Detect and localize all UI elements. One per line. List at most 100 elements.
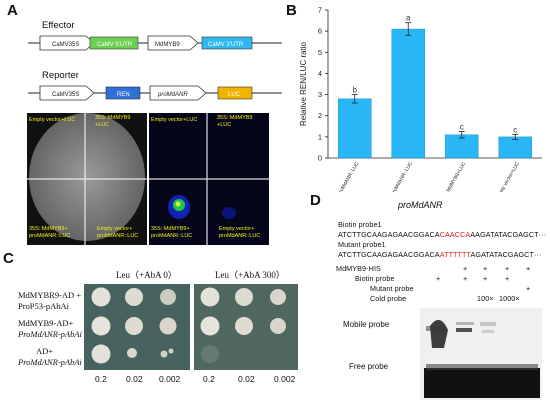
leaf-label-bl1: 35S::MdMYB9+ — [29, 226, 68, 232]
yeast-spots-right — [200, 287, 286, 363]
sign-his-4: + — [526, 264, 531, 273]
row-label-mutant: Mutant probe — [370, 284, 414, 293]
significance-letter: a — [406, 14, 411, 23]
reporter-luc-box: LUC — [217, 86, 253, 100]
yeast-row-3-line2: ProMdANR-pAbAi — [18, 357, 82, 367]
panel-b-letter: B — [286, 2, 297, 19]
lum-label-br2: proMdANR::LUC — [219, 233, 261, 239]
gel-bands — [420, 308, 542, 400]
lum-label-tl: Empty vector+LUC — [151, 117, 198, 123]
effector-mdmyb9-box: MdMYB9 — [147, 35, 199, 51]
y-tick-label: 1 — [318, 132, 322, 141]
bar — [391, 28, 426, 159]
sign-cold-2: 100× — [477, 294, 494, 303]
free-probe-label: Free probe — [349, 362, 389, 371]
y-tick-label: 7 — [318, 6, 322, 15]
effector-box-label-2: MdMYB9 — [155, 42, 180, 48]
bar — [337, 98, 372, 159]
yeast-row-1-line2: ProP53-pAbAi — [18, 301, 70, 311]
yeast-plate-right — [194, 284, 298, 370]
biotin-seq-post: AAGATATACGAGCT··· — [470, 230, 547, 239]
biotin-seq-pre: ATCTTGCAAGAGAACGGACA — [338, 230, 440, 239]
significance-letter: c — [460, 123, 464, 132]
y-tick-label: 6 — [318, 27, 322, 36]
y-axis-label: Relative REN/LUC ratio — [299, 41, 308, 126]
biotin-seq-motif: CAACCA — [439, 230, 471, 239]
mutant-probe-sequence: ATCTTGCAAGAGAACGGACAATTTTTTAGATATACGAGCT… — [338, 250, 541, 259]
reporter-camv35s-box: CaMV35S — [39, 85, 95, 101]
sign-his-3: + — [505, 264, 510, 273]
x-tick-label: Empty vector+ proMdANR::LUC — [320, 161, 361, 192]
dilution-4: 0.02 — [238, 374, 255, 384]
sign-biotin-2: + — [483, 274, 488, 283]
panel-d-letter: D — [310, 192, 321, 209]
reporter-box-label-1: REN — [117, 92, 130, 98]
yeast-header-right: Leu（+AbA 300） — [215, 270, 285, 280]
leaf-label-br1: Empty vector+ — [97, 226, 133, 232]
dilution-3: 0.2 — [203, 374, 215, 384]
yeast-row-2-line1: MdMYB9-AD+ — [18, 318, 74, 328]
sign-biotin-0: + — [436, 274, 441, 283]
construct-diagram: CaMV35S CaMV 5'UTR MdMYB9 CaMV 3'UTR CaM… — [28, 35, 282, 101]
row-label-biotin: Biotin probe — [355, 274, 395, 283]
mutant-seq-pre: ATCTTGCAAGAGAACGGACA — [338, 250, 440, 259]
mobile-probe-label: Mobile probe — [343, 320, 390, 329]
leaf-image: Empty vector+LUC 35S::MdMYB9 +LUC 35S::M… — [27, 113, 147, 245]
yeast-row-1-line1: MdMYBR9-AD + — [18, 290, 82, 300]
dilution-0: 0.2 — [95, 374, 107, 384]
emsa-signs-grid: +++++++++100×1000× — [330, 264, 550, 308]
effector-box-label-0: CaMV35S — [52, 42, 79, 48]
leaf-label-br2: proMdANR::LUC — [97, 233, 139, 239]
sign-his-2: + — [483, 264, 488, 273]
significance-letter: c — [513, 125, 517, 134]
sign-biotin-3: + — [505, 274, 510, 283]
reporter-ren-box: REN — [105, 86, 141, 100]
emsa-gel — [420, 308, 542, 400]
sign-his-1: + — [463, 264, 468, 273]
lum-label-br1: Empty vector+ — [219, 226, 255, 232]
x-tick-label: 35S::MdMYB9+ proMdANR::LUC — [372, 161, 414, 192]
significance-letter: b — [353, 86, 358, 95]
y-tick-label: 4 — [318, 69, 322, 78]
lum-label-bl2: proMdANR::LUC — [151, 233, 193, 239]
leaf-shape — [27, 113, 147, 245]
dilution-5: 0.002 — [274, 374, 296, 384]
emsa-condition-table: MdMYB9-HIS Biotin probe Mutant probe Col… — [330, 264, 550, 308]
y-tick-label: 2 — [318, 111, 322, 120]
mutant-seq-post: AGATATACGAGCT··· — [470, 250, 542, 259]
x-tick-label: 35S::MdMYB9+LUC — [440, 161, 468, 192]
luminescence-signal — [149, 113, 269, 245]
yeast-row-2-line2: ProMdANR-pAbAi — [18, 329, 82, 339]
emsa-title: proMdANR — [398, 200, 443, 210]
biotin-probe-label: Biotin probe1 — [338, 220, 382, 229]
leaf-label-tr1: 35S::MdMYB9 — [95, 115, 131, 121]
yeast-row-3-line1: AD+ — [36, 346, 54, 356]
effector-utr3-box: CaMV 3'UTR — [201, 36, 253, 50]
reporter-box-label-3: LUC — [228, 92, 241, 98]
bar — [498, 136, 533, 159]
yeast-spots-left — [91, 287, 177, 364]
lum-label-tr1: 35S::MdMYB9 — [217, 115, 253, 121]
y-tick-label: 5 — [318, 48, 322, 57]
sign-cold-3: 1000× — [499, 294, 520, 303]
row-label-his: MdMYB9-HIS — [336, 264, 381, 273]
dilution-2: 0.002 — [159, 374, 181, 384]
dilution-1: 0.02 — [126, 374, 143, 384]
effector-box-label-1: CaMV 5'UTR — [97, 42, 133, 48]
reporter-box-label-2: proMdANR — [157, 92, 188, 98]
effector-camv35s-box: CaMV35S — [39, 35, 95, 51]
effector-utr5-box: CaMV 5'UTR — [89, 36, 139, 50]
leaf-label-bl2: proMdANR::LUC — [29, 233, 71, 239]
leaf-label-tl: Empty vector+LUC — [29, 117, 76, 123]
reporter-box-label-0: CaMV35S — [52, 92, 79, 98]
y-tick-label: 0 — [318, 154, 322, 163]
sign-mutant-4: + — [526, 284, 531, 293]
sign-biotin-1: + — [463, 274, 468, 283]
panel-c-letter: C — [3, 250, 14, 267]
row-label-cold: Cold probe — [370, 294, 407, 303]
mutant-seq-motif: ATTTTTT — [439, 250, 471, 259]
lum-label-tr2: +LUC — [217, 122, 232, 128]
luminescence-image: Empty vector+LUC 35S::MdMYB9 +LUC 35S::M… — [149, 113, 269, 245]
y-tick-label: 3 — [318, 90, 322, 99]
